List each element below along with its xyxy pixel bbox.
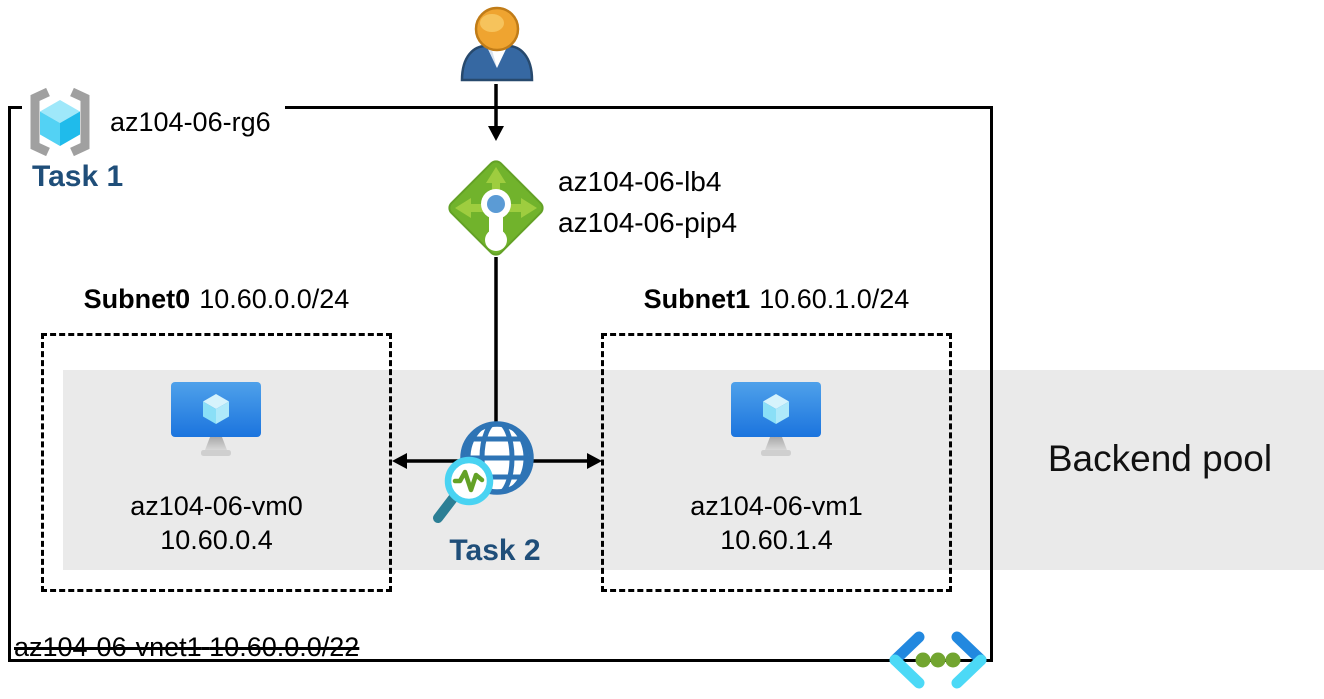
subnet1-title: Subnet1 10.60.1.0/24 [601, 283, 952, 315]
vm-icon [731, 382, 821, 456]
vnet-label: az104-06-vnet1 10.60.0.0/22 [14, 631, 359, 663]
user-icon [460, 6, 534, 82]
backend-pool-label: Backend pool [1047, 438, 1273, 479]
task2-label: Task 2 [449, 534, 541, 567]
task1-label: Task 1 [32, 160, 124, 193]
resource-group-boundary [8, 106, 993, 662]
resource-group-label: az104-06-rg6 [22, 86, 285, 158]
code-icon [889, 631, 987, 689]
backend-pool-band [63, 370, 1324, 570]
load-balancer-icon [448, 160, 544, 256]
resource-group-icon [30, 87, 90, 157]
network-watcher-icon [433, 421, 534, 523]
subnet1-name: Subnet1 [643, 284, 751, 314]
vm0-name: az104-06-vm0 [130, 491, 303, 521]
vm-icon [171, 382, 261, 456]
vm0-ip: 10.60.0.4 [160, 525, 273, 555]
subnet0-name: Subnet0 [83, 284, 191, 314]
vm1-name: az104-06-vm1 [690, 491, 863, 521]
subnet1-cidr: 10.60.1.0/24 [759, 284, 910, 314]
public-ip-name: az104-06-pip4 [558, 207, 738, 238]
subnet0-cidr: 10.60.0.0/24 [199, 284, 350, 314]
subnet0-title: Subnet0 10.60.0.0/24 [41, 283, 392, 315]
vm1-ip: 10.60.1.4 [720, 525, 833, 555]
load-balancer-labels: az104-06-lb4 az104-06-pip4 [558, 161, 737, 243]
vnet-cidr: 10.60.0.0/22 [209, 632, 360, 662]
resource-group-name: az104-06-rg6 [110, 107, 271, 137]
vnet-name: az104-06-vnet1 [14, 632, 202, 662]
subnet1-box [601, 333, 952, 592]
subnet0-box [41, 333, 392, 592]
load-balancer-name: az104-06-lb4 [558, 166, 722, 197]
